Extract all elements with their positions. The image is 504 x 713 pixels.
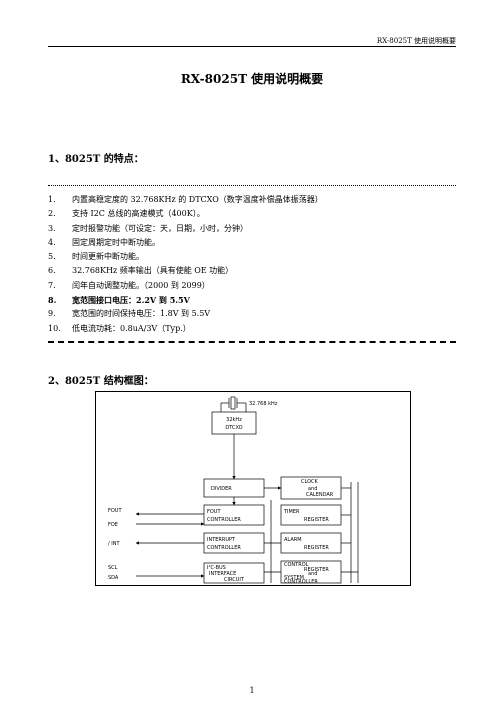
control-system-label: REGISTER bbox=[304, 567, 329, 573]
fout-controller-label: CONTROLLER bbox=[207, 517, 241, 523]
list-item: 5.时间更新中断功能。 bbox=[48, 252, 144, 262]
crystal-label: 32.768 kHz bbox=[249, 401, 278, 407]
feature-list: 1.内置高稳定度的 32.768KHz 的 DTCXO（数字温度补偿晶体振荡器）… bbox=[48, 193, 323, 336]
alarm-register-label: ALARM bbox=[284, 537, 302, 543]
interrupt-controller-label: CONTROLLER bbox=[207, 545, 241, 551]
list-item: 7.闰年自动调整功能。（2000 到 2099） bbox=[48, 280, 210, 290]
dtcxo-label: DTCXO bbox=[225, 425, 242, 431]
interrupt-controller-label: INTERRUPT bbox=[207, 537, 236, 543]
pin-int-label: / INT bbox=[108, 541, 120, 547]
clock-calendar-label: CLOCK bbox=[301, 479, 319, 485]
i2c-interface-label: CIRCUIT bbox=[224, 577, 245, 583]
page-number: 1 bbox=[249, 686, 255, 695]
section-heading-features: 1、8025T 的特点： bbox=[48, 154, 144, 165]
dashed-rule bbox=[48, 341, 456, 343]
timer-register-label: TIMER bbox=[283, 509, 300, 515]
clock-calendar-label: and bbox=[308, 486, 317, 492]
pin-foe-label: FOE bbox=[108, 522, 118, 528]
crystal-icon bbox=[220, 396, 247, 412]
list-item: 10.低电流功耗：0.8uA/3V（Typ.） bbox=[48, 323, 191, 333]
i2c-interface-label: INTERFACE bbox=[209, 571, 236, 577]
list-item: 4.固定周期定时中断功能。 bbox=[48, 237, 160, 247]
document-title: RX-8025T 使用说明概要 bbox=[180, 72, 324, 86]
alarm-register-label: REGISTER bbox=[304, 545, 329, 551]
clock-calendar-label: CALENDAR bbox=[306, 492, 334, 498]
list-item: 6.32.768KHz 频率输出（具有使能 OE 功能） bbox=[48, 266, 234, 276]
header-rule bbox=[48, 46, 456, 47]
dotted-rule bbox=[48, 185, 456, 186]
timer-register-label: REGISTER bbox=[304, 517, 329, 523]
running-header: RX-8025T 使用说明概要 bbox=[376, 37, 456, 45]
fout-controller-label: FOUT bbox=[207, 509, 221, 515]
pin-scl-label: SCL bbox=[108, 565, 118, 571]
list-item: 9.宽范围的时间保持电压：1.8V 到 5.5V bbox=[48, 309, 211, 319]
divider-label: DIVIDER bbox=[211, 486, 232, 492]
section-heading-block-diagram: 2、8025T 结构框图： bbox=[48, 376, 154, 387]
dtcxo-label: 32kHz bbox=[226, 417, 242, 423]
control-system-label: and bbox=[308, 571, 317, 577]
pin-sda-label: SDA bbox=[108, 575, 119, 581]
list-item: 1.内置高稳定度的 32.768KHz 的 DTCXO（数字温度补偿晶体振荡器） bbox=[48, 195, 323, 204]
control-system-label: SYSTEM bbox=[284, 575, 304, 581]
control-system-label: CONTROL bbox=[284, 562, 309, 568]
pin-fout-label: FOUT bbox=[108, 508, 122, 514]
block-diagram: 32.768 kHz 32kHz DTCXO DIVIDER FOUT CONT… bbox=[95, 391, 411, 586]
list-item: 3.定时报警功能（可设定：天，日期，小时，分钟） bbox=[48, 223, 248, 233]
list-item: 2.支持 I2C 总线的高速模式（400K）。 bbox=[48, 209, 205, 219]
i2c-interface-block bbox=[203, 562, 265, 584]
i2c-interface-label: I²C-BUS bbox=[207, 565, 226, 571]
control-system-label: CONTROLLER bbox=[284, 579, 318, 585]
list-item: 8.宽范围接口电压：2.2V 到 5.5V bbox=[48, 295, 190, 306]
